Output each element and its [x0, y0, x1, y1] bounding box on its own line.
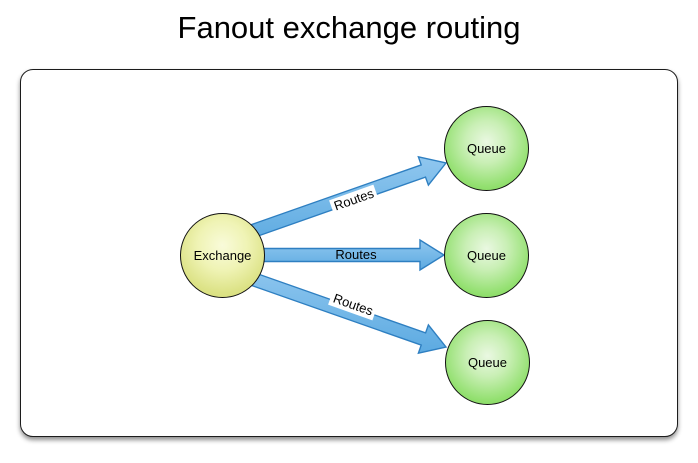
page-title: Fanout exchange routing: [177, 10, 521, 45]
queue-node-bottom: Queue: [445, 320, 530, 405]
route-label-middle: Routes: [335, 247, 377, 262]
queue-node-middle: Queue: [444, 213, 529, 298]
queue-node-label: Queue: [466, 141, 507, 156]
queue-node-label: Queue: [466, 248, 507, 263]
queue-node-top: Queue: [444, 106, 529, 191]
queue-node-label: Queue: [467, 355, 508, 370]
exchange-node-label: Exchange: [193, 248, 252, 263]
exchange-node: Exchange: [180, 213, 265, 298]
